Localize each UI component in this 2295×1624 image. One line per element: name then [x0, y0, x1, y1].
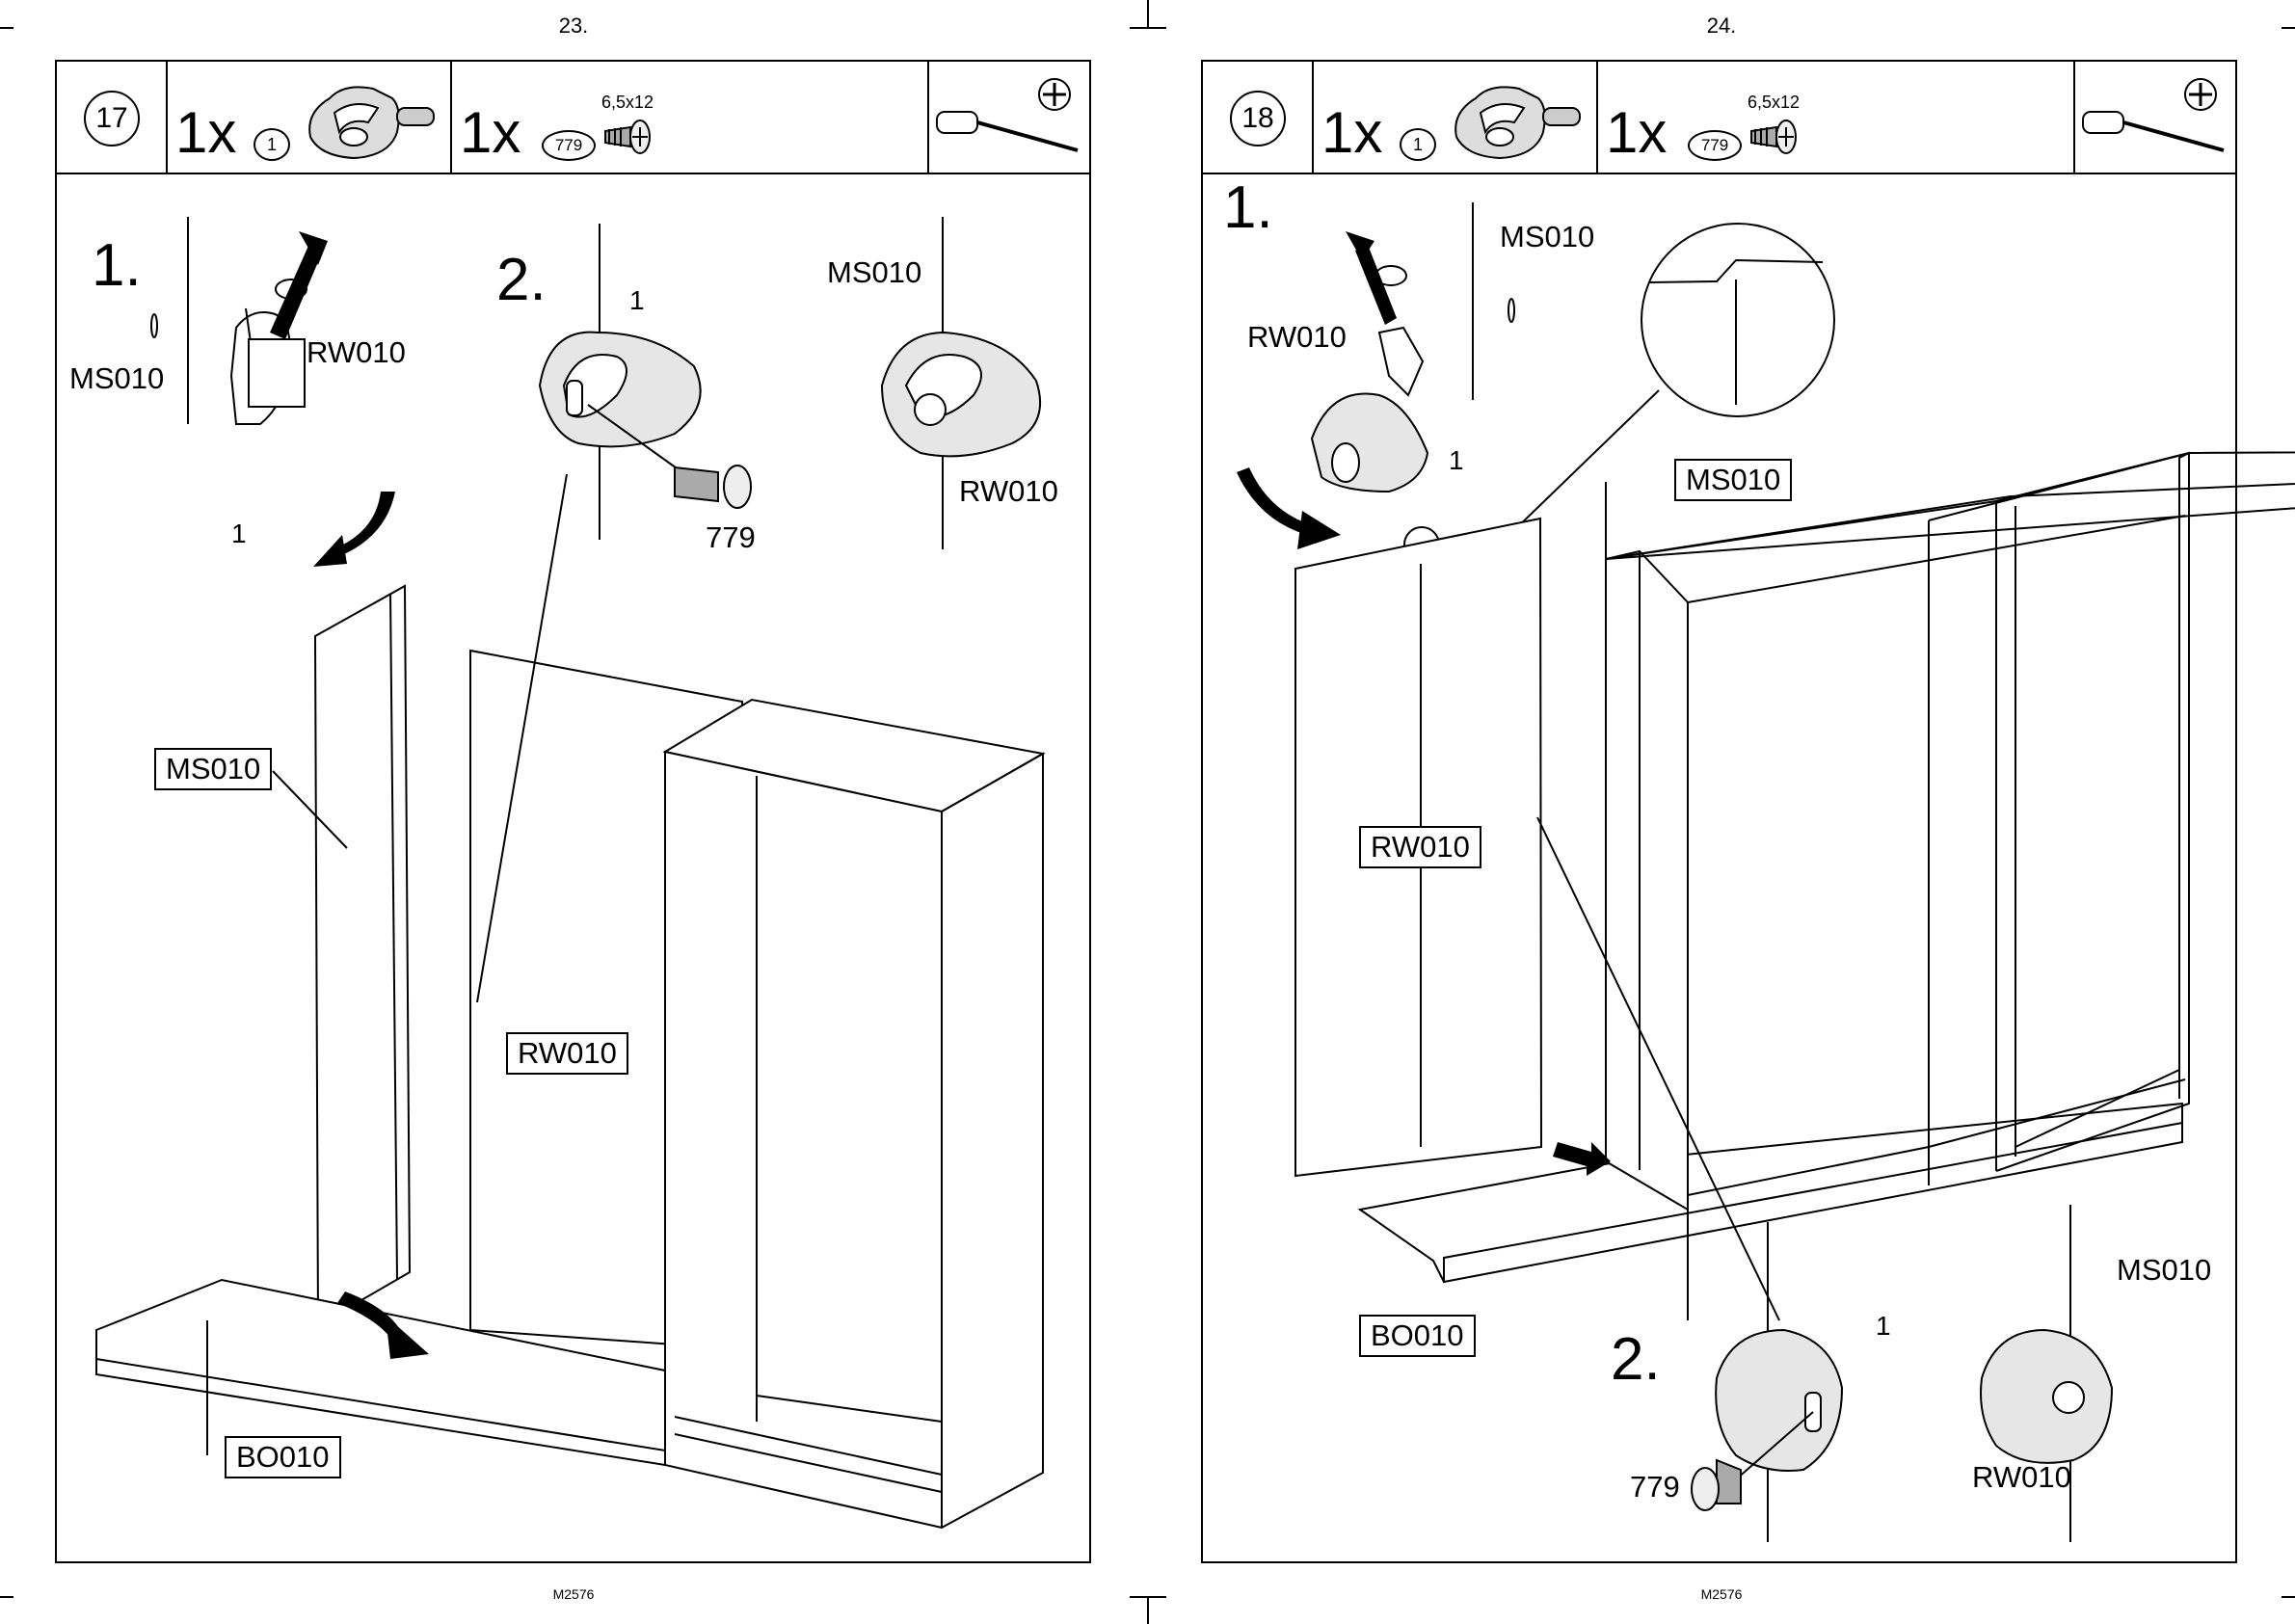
- label-ms010: MS010: [827, 255, 921, 290]
- label-part-1: 1: [629, 285, 645, 316]
- substep-one: 1.: [1223, 173, 1273, 242]
- label-rw010: RW010: [307, 335, 406, 370]
- label-ms010: MS010: [1500, 220, 1594, 254]
- label-part-1: 1: [1876, 1311, 1891, 1342]
- substep-one: 1.: [92, 231, 142, 300]
- label-screw-779: 779: [706, 520, 756, 555]
- label-rw010: RW010: [1972, 1460, 2071, 1495]
- callout-ms010: MS010: [1674, 459, 1792, 501]
- label-part-1: 1: [1449, 445, 1464, 476]
- label-rw010: RW010: [959, 474, 1058, 509]
- manual-page: 24. 18 1x 1 1x 779 6,5x12: [1148, 0, 2295, 1624]
- manual-page: 23. 17 1x 1 1x 779 6,5x12: [0, 0, 1147, 1624]
- callout-bo010: BO010: [225, 1436, 341, 1478]
- manual-code: M2576: [0, 1586, 1147, 1602]
- substep-two: 2.: [496, 246, 547, 314]
- callout-ms010: MS010: [154, 748, 272, 790]
- assembly-diagram: [1148, 0, 2295, 1624]
- substep-two: 2.: [1611, 1325, 1661, 1394]
- label-ms010: MS010: [69, 361, 164, 396]
- assembly-diagram: [0, 0, 1147, 1624]
- label-ms010: MS010: [2117, 1253, 2211, 1288]
- callout-rw010: RW010: [1359, 826, 1481, 868]
- label-screw-779: 779: [1630, 1470, 1680, 1504]
- label-part-1: 1: [231, 519, 247, 549]
- callout-bo010: BO010: [1359, 1315, 1476, 1357]
- manual-code: M2576: [1148, 1586, 2295, 1602]
- callout-rw010: RW010: [506, 1032, 628, 1075]
- label-rw010: RW010: [1247, 320, 1347, 355]
